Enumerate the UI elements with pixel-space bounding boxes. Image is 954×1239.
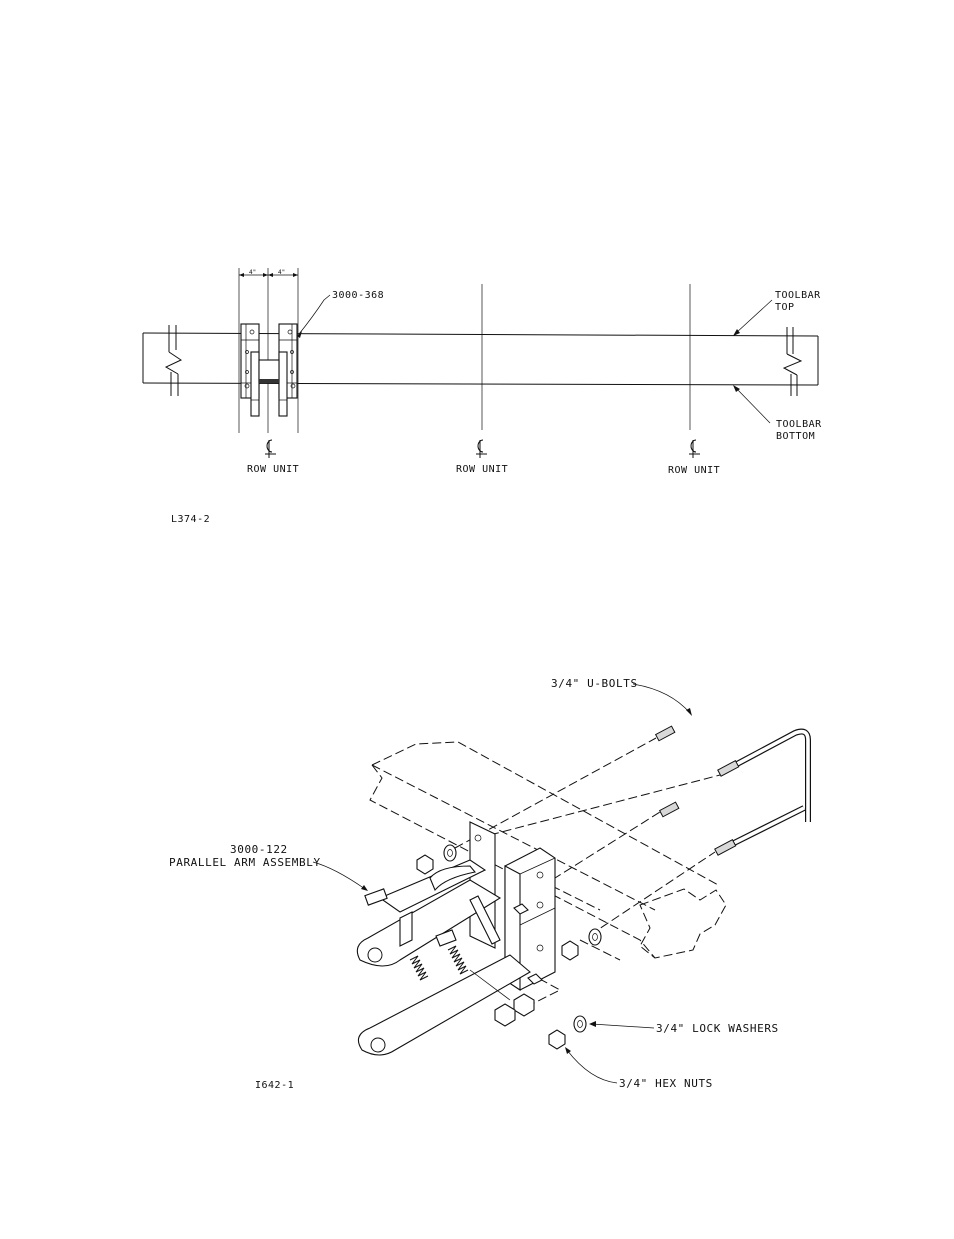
dimension-right-label: 4" (278, 269, 285, 276)
figure-toolbar-layout: 4" 4" (143, 268, 822, 525)
dimension-left-label: 4" (249, 269, 256, 276)
centerline-symbol-3 (689, 440, 700, 458)
lock-washers-callout: 3/4" LOCK WASHERS (589, 1021, 779, 1035)
part-number-label: 3000-368 (332, 290, 384, 301)
hardware-middle (562, 929, 601, 960)
toolbar-bottom-label-line2: BOTTOM (776, 431, 815, 442)
hardware-lower (549, 1016, 586, 1049)
figure-parallel-arm-mounting: 3/4" U-BOLTS 3000-122 PARALLEL ARM ASSEM… (169, 677, 808, 1091)
break-symbol-left (166, 325, 181, 396)
row-unit-label-2: ROW UNIT (456, 464, 508, 475)
assembly-number-label: 3000-122 (230, 843, 288, 856)
break-symbol-right (784, 327, 801, 396)
centerline-symbol-2 (476, 440, 487, 458)
ubolts-label: 3/4" U-BOLTS (551, 677, 638, 690)
toolbar-top-label-line1: TOOLBAR (775, 290, 821, 301)
lock-washer-icon (574, 1016, 586, 1032)
figure-id-l374: L374-2 (171, 514, 210, 525)
row-unit-label-3: ROW UNIT (668, 465, 720, 476)
centerline-symbol-1 (265, 440, 276, 458)
u-bolt-upper (656, 694, 748, 817)
row-centerlines (265, 284, 700, 458)
figure-id-i642: I642-1 (255, 1080, 294, 1091)
ubolts-callout: 3/4" U-BOLTS (551, 677, 692, 716)
hex-nuts-callout: 3/4" HEX NUTS (565, 1047, 713, 1090)
hex-nut-icon (549, 1030, 565, 1049)
row-unit-label-1: ROW UNIT (247, 464, 299, 475)
lock-washers-label: 3/4" LOCK WASHERS (656, 1022, 779, 1035)
toolbar-top-callout: TOOLBAR TOP (733, 290, 821, 336)
mounting-brackets (241, 324, 297, 416)
toolbar-bottom-label-line1: TOOLBAR (776, 419, 822, 430)
hex-nuts-label: 3/4" HEX NUTS (619, 1077, 713, 1090)
assembly-name-label: PARALLEL ARM ASSEMBLY (169, 856, 321, 869)
part-3000-368-callout: 3000-368 (297, 290, 384, 338)
assembly-callout: 3000-122 PARALLEL ARM ASSEMBLY (169, 843, 368, 891)
toolbar-top-label-line2: TOP (775, 302, 795, 313)
toolbar-bottom-callout: TOOLBAR BOTTOM (733, 385, 822, 442)
